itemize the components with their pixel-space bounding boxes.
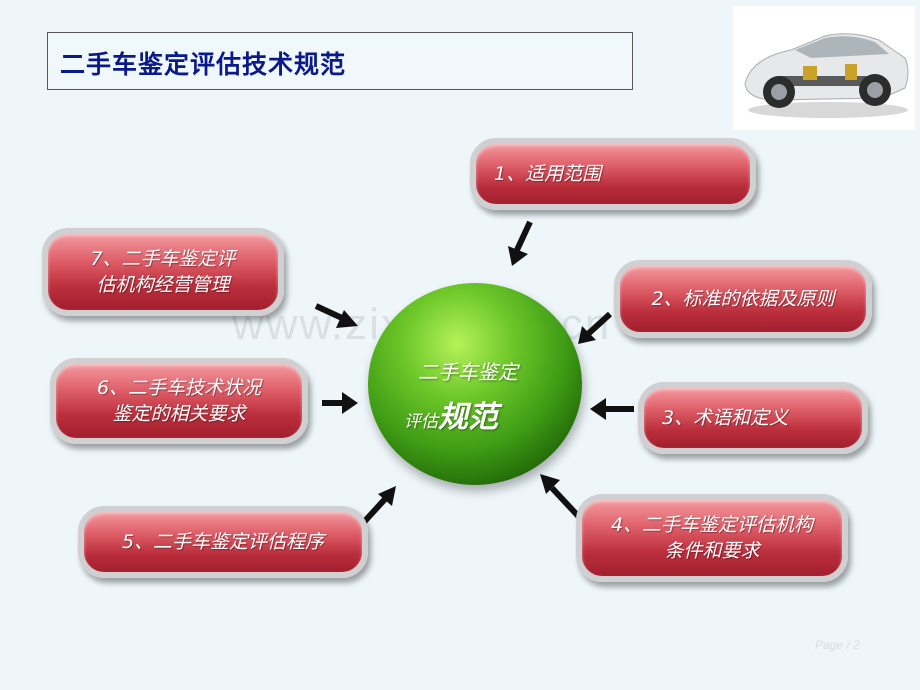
page-title: 二手车鉴定评估技术规范 — [60, 50, 347, 79]
item-label: 1、适用范围 — [494, 163, 602, 185]
item-label: 7、二手车鉴定评 估机构经营管理 — [90, 248, 236, 296]
center-text-emphasis: 规范 — [438, 400, 498, 435]
center-sphere — [368, 283, 582, 485]
item-label: 3、术语和定义 — [662, 407, 789, 429]
item-5-evaluation-procedure[interactable]: 5、二手车鉴定评估程序 — [78, 506, 368, 578]
item-label: 6、二手车技术状况 鉴定的相关要求 — [96, 377, 262, 425]
page-number: Page / 2 — [815, 638, 860, 652]
center-text-prefix: 评估 — [404, 412, 438, 432]
arrow-icon — [590, 398, 634, 420]
arrow-icon — [361, 486, 396, 525]
item-2-basis-principles[interactable]: 2、标准的依据及原则 — [614, 260, 872, 338]
arrow-icon — [578, 311, 613, 344]
center-text-line1: 二手车鉴定 — [418, 360, 518, 384]
item-7-business-management[interactable]: 7、二手车鉴定评 估机构经营管理 — [42, 228, 284, 316]
title-box: 二手车鉴定评估技术规范 — [47, 32, 633, 90]
arrow-icon — [540, 474, 583, 521]
item-label: 2、标准的依据及原则 — [651, 288, 835, 310]
item-1-scope[interactable]: 1、适用范围 — [470, 138, 756, 210]
item-label: 4、二手车鉴定评估机构 条件和要求 — [610, 514, 814, 562]
car-chassis-image — [733, 6, 915, 130]
arrow-icon — [322, 392, 358, 414]
center-text-line2: 评估规范 — [404, 392, 498, 436]
item-6-technical-condition[interactable]: 6、二手车技术状况 鉴定的相关要求 — [50, 358, 308, 444]
item-3-terms-definitions[interactable]: 3、术语和定义 — [638, 382, 868, 454]
item-label: 5、二手车鉴定评估程序 — [121, 531, 325, 553]
arrow-icon — [314, 303, 358, 328]
arrow-icon — [508, 220, 533, 266]
item-4-institution-requirements[interactable]: 4、二手车鉴定评估机构 条件和要求 — [576, 494, 848, 582]
